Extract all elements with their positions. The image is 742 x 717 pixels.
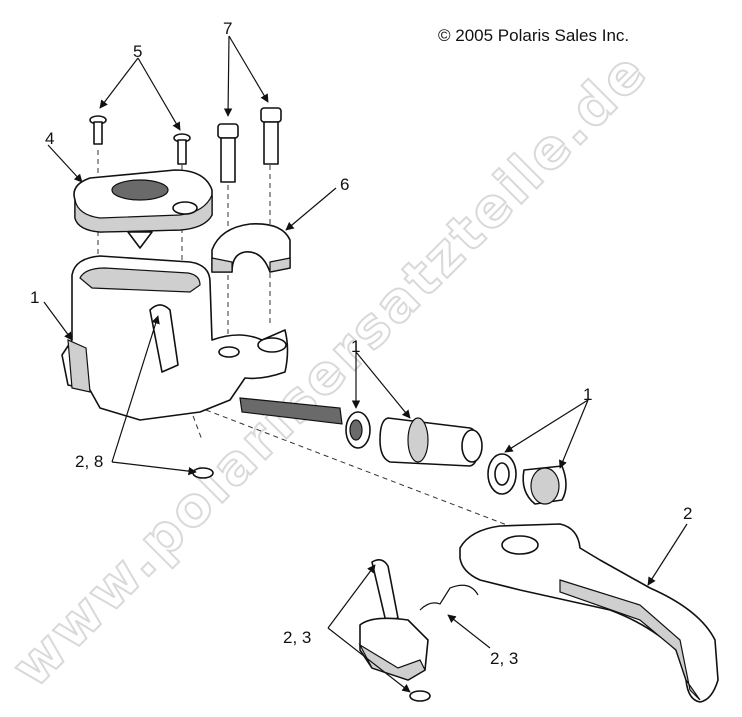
- callout-1-seals: 1: [351, 337, 360, 356]
- callout-5: 5: [133, 42, 142, 61]
- clamp-bolt-left: [217, 123, 239, 183]
- reservoir-cover: [73, 169, 213, 249]
- callout-4: 4: [45, 129, 54, 148]
- brake-lever: [459, 523, 719, 703]
- callout-6: 6: [340, 175, 349, 194]
- piston-washer: [487, 453, 517, 495]
- callout-leaders: [43, 35, 688, 693]
- retaining-clip-bottom: [409, 690, 431, 702]
- brake-switch: [358, 617, 429, 681]
- pivot-pin: [371, 558, 399, 623]
- callout-1-body: 1: [30, 288, 39, 307]
- callout-labels: 5 7 4 6 1 1 1 2 2, 8 2, 3 2, 3: [30, 19, 692, 668]
- lever-spring-clip: [419, 584, 479, 611]
- piston-seal: [345, 411, 371, 449]
- cover-screw-right: [173, 133, 191, 165]
- callout-2-3-right: 2, 3: [490, 649, 518, 668]
- callout-1-boot: 1: [583, 385, 592, 404]
- piston: [379, 417, 483, 467]
- master-cylinder-body: [61, 255, 289, 421]
- return-spring: [239, 397, 343, 425]
- piston-boot: [522, 465, 567, 505]
- callout-7: 7: [223, 19, 232, 38]
- clamp-bolt-right: [260, 107, 282, 165]
- callout-2-3-left: 2, 3: [283, 628, 311, 647]
- copyright-text: © 2005 Polaris Sales Inc.: [438, 26, 629, 45]
- cover-screw-left: [89, 115, 107, 145]
- callout-2-8: 2, 8: [75, 452, 103, 471]
- handlebar-clamp: [211, 223, 291, 273]
- retaining-clip-top: [192, 467, 214, 479]
- callout-2-lever: 2: [683, 504, 692, 523]
